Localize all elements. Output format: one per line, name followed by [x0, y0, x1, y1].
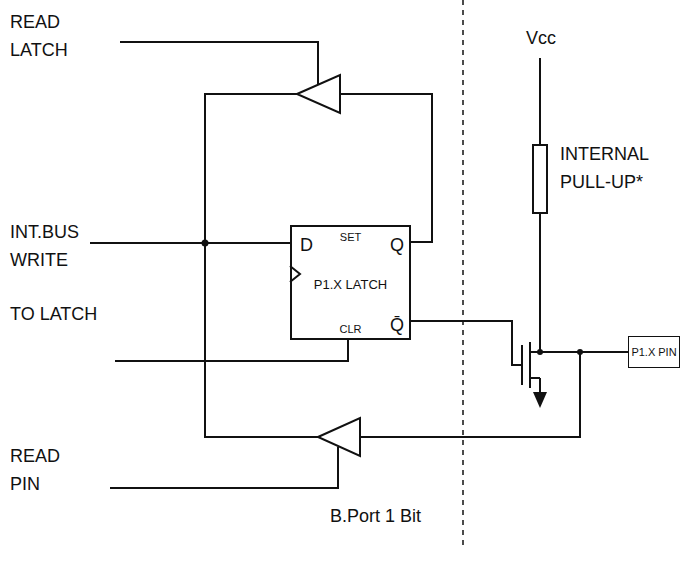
node-text: P1.X LATCH: [292, 277, 409, 293]
component-name: INTERNAL PULL-UP*: [560, 140, 690, 196]
node-text: Q: [390, 237, 404, 253]
supply-name: Vcc: [526, 24, 586, 52]
signal-name: READ PIN: [10, 442, 90, 498]
signal-name: WRITE: [10, 246, 100, 274]
node-text: P1.X PIN: [629, 344, 679, 360]
pin-box: P1.X PIN: [628, 336, 680, 368]
latch-box: DSETQP1.X LATCHCLRQ̄: [290, 225, 411, 340]
signal-name: READ LATCH: [10, 8, 90, 64]
signal-name: INT.BUS: [10, 218, 100, 246]
node-text: Q̄: [390, 317, 404, 333]
signal-name: TO LATCH: [10, 300, 100, 328]
node-text: D: [300, 237, 313, 253]
figure-caption: B.Port 1 Bit: [330, 502, 421, 530]
